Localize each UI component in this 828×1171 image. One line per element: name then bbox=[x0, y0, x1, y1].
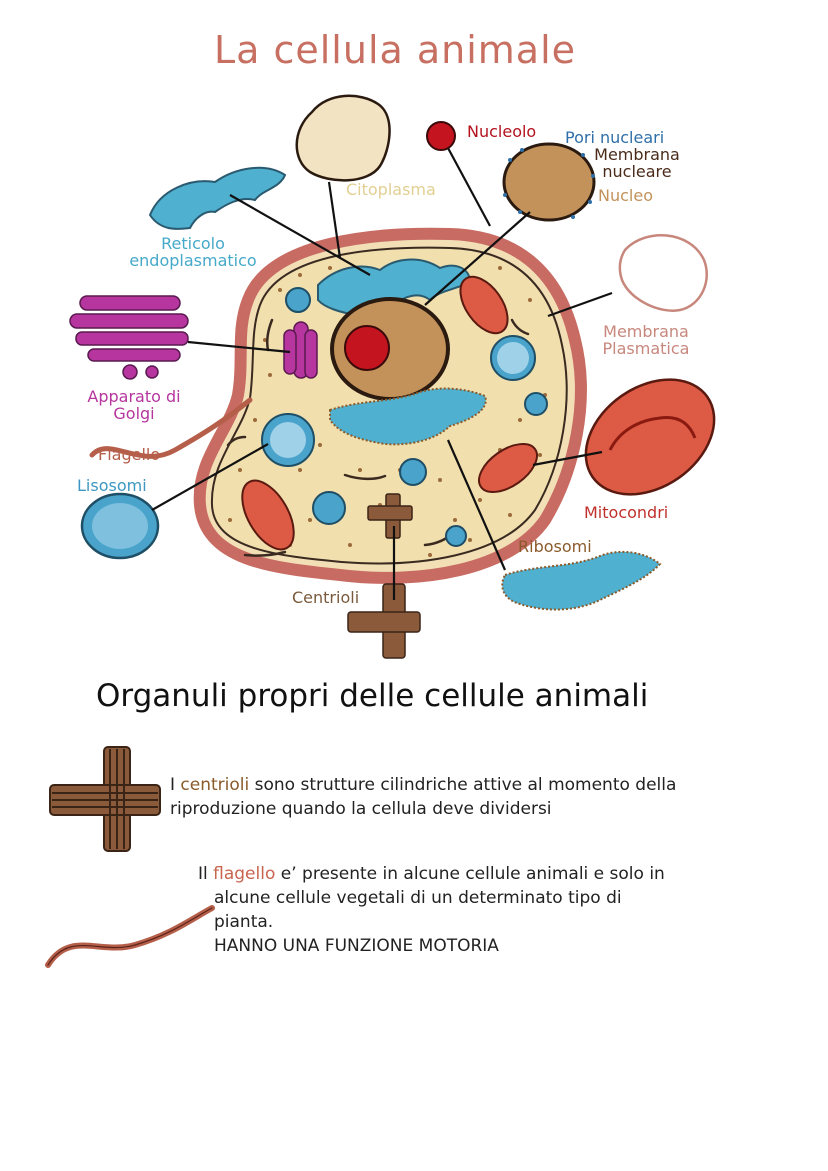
flagello-prefix: Il bbox=[198, 864, 214, 884]
label-nucleolo: Nucleolo bbox=[467, 122, 537, 141]
label-centrioli: Centrioli bbox=[292, 588, 360, 607]
flagello-line3: pianta. bbox=[214, 912, 274, 932]
er-sample bbox=[148, 166, 287, 230]
label-reticolo-line1: Reticolo bbox=[161, 234, 225, 253]
lysosomes-inside bbox=[261, 287, 548, 547]
nucleus-inside bbox=[330, 297, 450, 401]
centrioli-line2: riproduzione quando la cellula deve divi… bbox=[170, 799, 552, 819]
label-golgi: Apparato di Golgi bbox=[76, 388, 192, 422]
golgi-sample bbox=[69, 295, 189, 380]
label-membrana-plasmatica-line1: Membrana bbox=[603, 322, 689, 341]
label-membrana-plasmatica-line2: Plasmatica bbox=[602, 339, 690, 358]
nucleolus-sample bbox=[426, 121, 456, 151]
flagello-line4: HANNO UNA FUNZIONE MOTORIA bbox=[214, 936, 499, 956]
label-membrana-nucleare: Membrana nucleare bbox=[582, 146, 692, 180]
flagellum-sample bbox=[89, 397, 253, 459]
flagello-line1: e’ presente in alcune cellule animali e … bbox=[275, 864, 665, 884]
flagello-keyword: flagello bbox=[213, 864, 276, 884]
centriole-inside bbox=[367, 493, 413, 539]
flagello-line2: alcune cellule vegetali di un determinat… bbox=[214, 888, 622, 908]
label-reticolo-line2: endoplasmatico bbox=[129, 251, 257, 270]
centrioli-line1: sono strutture cilindriche attive al mom… bbox=[249, 775, 677, 795]
label-golgi-line2: Golgi bbox=[113, 404, 155, 423]
flagello-paragraph: Il flagello e’ presente in alcune cellul… bbox=[198, 862, 665, 958]
label-nucleo: Nucleo bbox=[598, 186, 653, 205]
rough-er-inside bbox=[329, 387, 487, 446]
centrioli-paragraph: I centrioli sono strutture cilindriche a… bbox=[170, 773, 676, 821]
plasma-membrane-sample bbox=[618, 234, 708, 312]
label-flagello: Flagello bbox=[98, 445, 161, 464]
centriole-icon bbox=[49, 746, 161, 852]
flagellum-icon bbox=[45, 905, 215, 968]
centrioli-prefix: I bbox=[170, 775, 181, 795]
label-membrana-nucleare-line2: nucleare bbox=[602, 162, 672, 181]
label-citoplasma: Citoplasma bbox=[346, 180, 436, 199]
golgi-inside bbox=[283, 321, 318, 379]
nucleus-sample bbox=[502, 142, 596, 222]
label-golgi-line1: Apparato di bbox=[87, 387, 181, 406]
page-title: La cellula animale bbox=[213, 28, 577, 72]
label-mitocondri: Mitocondri bbox=[584, 503, 669, 522]
label-ribosomi: Ribosomi bbox=[518, 537, 592, 556]
label-membrana-nucleare-line1: Membrana bbox=[594, 145, 680, 164]
label-membrana-plasmatica: Membrana Plasmatica bbox=[590, 323, 702, 357]
centriole-sample bbox=[347, 583, 421, 659]
label-pori-nucleari: Pori nucleari bbox=[565, 128, 665, 147]
pointer-lines bbox=[151, 147, 613, 600]
section-heading: Organuli propri delle cellule animali bbox=[96, 678, 649, 714]
mitochondria-inside bbox=[241, 275, 538, 551]
rough-er-sample bbox=[501, 550, 662, 611]
label-reticolo: Reticolo endoplasmatico bbox=[112, 235, 274, 269]
lysosome-sample bbox=[80, 492, 160, 560]
cytoplasm-sample bbox=[295, 94, 391, 182]
label-lisosomi: Lisosomi bbox=[77, 476, 147, 495]
centrioli-keyword: centrioli bbox=[180, 775, 250, 795]
mitochondrion-sample bbox=[584, 378, 716, 496]
